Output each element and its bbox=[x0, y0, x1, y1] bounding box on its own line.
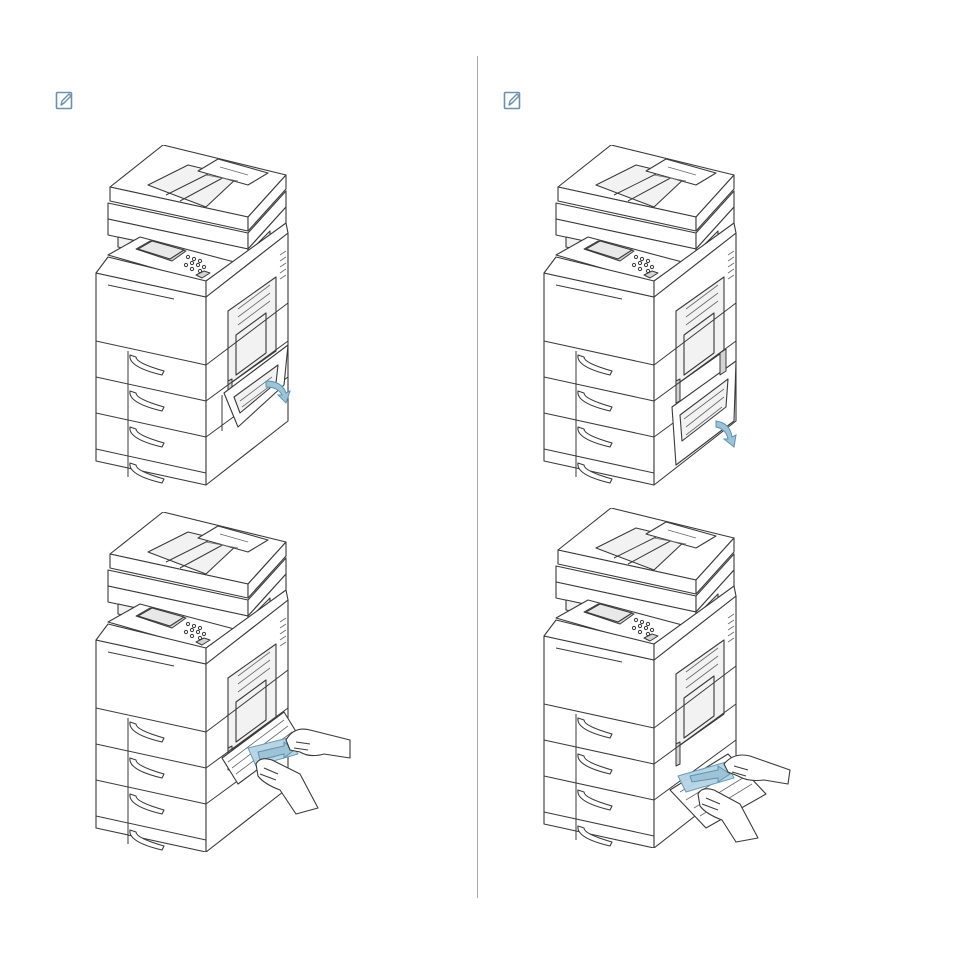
column-divider bbox=[477, 56, 478, 898]
printer-open-bottom-side-door-illustration bbox=[536, 145, 756, 490]
printer-remove-jammed-paper-illustration bbox=[88, 512, 358, 852]
note-pencil-icon bbox=[55, 91, 75, 111]
note-pencil-icon bbox=[503, 91, 523, 111]
printer-open-lower-side-door-illustration bbox=[88, 145, 308, 490]
printer-remove-jammed-paper-tray-illustration bbox=[536, 508, 796, 848]
